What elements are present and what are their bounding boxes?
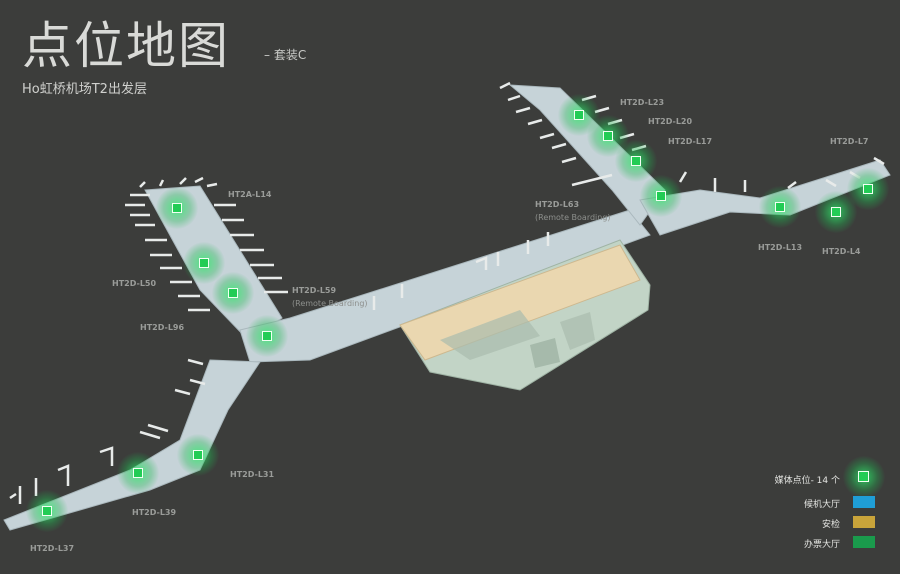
pier-lower-left xyxy=(3,359,261,531)
media-point-label: HT2D-L20 xyxy=(648,117,693,126)
legend-item-label: 候机大厅 xyxy=(803,500,840,510)
media-point-label: HT2D-L23 xyxy=(620,98,665,107)
media-point-marker[interactable] xyxy=(133,468,143,478)
terminal-building xyxy=(399,239,651,391)
media-point-label: HT2A-L14 xyxy=(228,190,272,199)
media-point-label: HT2D-L13 xyxy=(758,243,803,252)
page-subtitle: Ho虹桥机场T2出发层 xyxy=(22,82,147,97)
legend-item-swatch xyxy=(853,496,875,508)
media-point-label: HT2D-L7 xyxy=(830,137,869,146)
media-point-label: HT2D-L39 xyxy=(132,508,177,517)
media-point-marker[interactable] xyxy=(172,203,182,213)
media-point-marker[interactable] xyxy=(228,288,238,298)
media-point-note: (Remote Boarding) xyxy=(292,299,368,308)
media-point-marker[interactable] xyxy=(831,207,841,217)
media-point-marker[interactable] xyxy=(574,110,584,120)
legend-item-label: 安检 xyxy=(821,520,840,530)
suite-label: – 套装C xyxy=(264,48,307,62)
legend-item-label: 办票大厅 xyxy=(803,540,840,550)
jetways xyxy=(9,81,885,504)
media-point-marker[interactable] xyxy=(199,258,209,268)
media-point-marker[interactable] xyxy=(262,331,272,341)
media-point-marker[interactable] xyxy=(656,191,666,201)
media-point-marker[interactable] xyxy=(193,450,203,460)
media-point-label: HT2D-L4 xyxy=(822,247,861,256)
legend-item-swatch xyxy=(853,536,875,548)
media-point-label: HT2D-L63 xyxy=(535,200,580,209)
media-point-marker[interactable] xyxy=(631,156,641,166)
media-point-marker[interactable] xyxy=(863,184,873,194)
legend-marker-icon xyxy=(858,471,869,482)
media-point-label: HT2D-L50 xyxy=(112,279,157,288)
page-title: 点位地图 xyxy=(22,17,230,75)
media-point-label: HT2D-L17 xyxy=(668,137,713,146)
media-point-note: (Remote Boarding) xyxy=(535,213,611,222)
media-point-marker[interactable] xyxy=(775,202,785,212)
media-point-label: HT2D-L96 xyxy=(140,323,185,332)
media-point-label: HT2D-L59 xyxy=(292,286,337,295)
legend-media-points: 媒体点位- 14 个 xyxy=(774,476,840,486)
media-point-marker[interactable] xyxy=(42,506,52,516)
pier-upper-right xyxy=(508,84,666,226)
media-point-label: HT2D-L37 xyxy=(30,544,75,553)
legend-item-swatch xyxy=(853,516,875,528)
media-point-marker[interactable] xyxy=(603,131,613,141)
media-point-label: HT2D-L31 xyxy=(230,470,275,479)
